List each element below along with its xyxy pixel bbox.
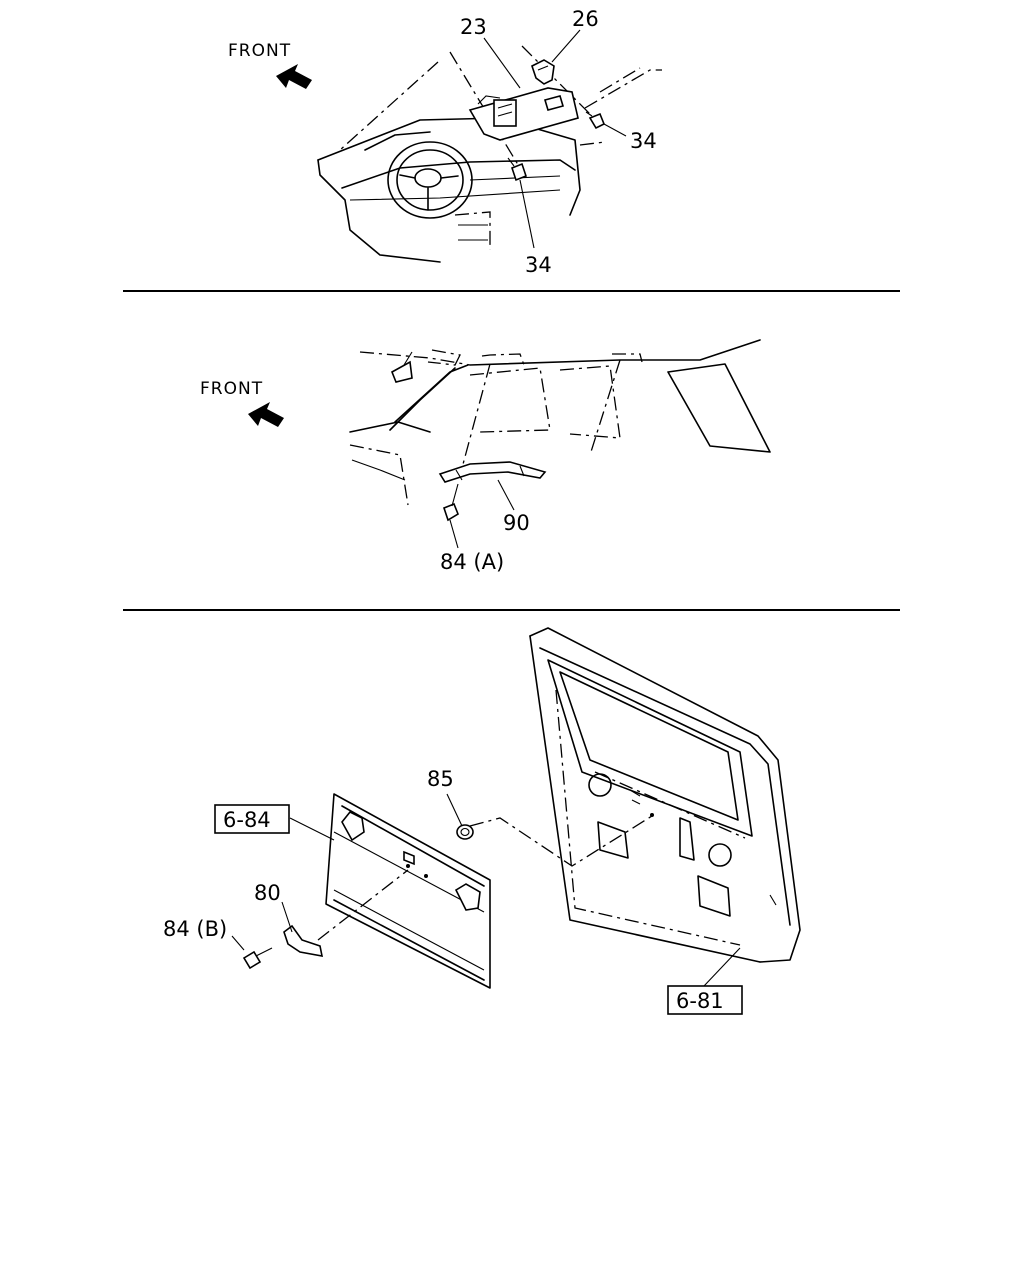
grommet (456, 824, 474, 840)
ref-6-84[interactable]: 6-84 (223, 808, 271, 832)
trim-panel (325, 793, 491, 989)
front-label-middle: FRONT (200, 379, 263, 399)
sun-visor (468, 87, 579, 141)
front-label-top: FRONT (228, 41, 291, 61)
screw-right (585, 111, 606, 130)
assist-grip (438, 461, 547, 483)
ref-6-81[interactable]: 6-81 (676, 989, 724, 1013)
callout-85: 85 (427, 767, 454, 791)
front-arrow-top (276, 64, 312, 89)
dashboard-outline (317, 61, 662, 263)
ref-box-6-84[interactable]: 6-84 (214, 804, 290, 834)
callout-34-right: 34 (630, 129, 657, 153)
door-handle (283, 924, 324, 957)
ref-box-6-81[interactable]: 6-81 (667, 985, 743, 1015)
back-door-panel: 85 80 84 (B) 6-84 6-81 (163, 627, 801, 1015)
bolt-b (242, 947, 273, 970)
bolt-a (443, 483, 459, 522)
callout-23: 23 (460, 15, 487, 39)
callout-90: 90 (503, 511, 530, 535)
callout-26: 26 (572, 7, 599, 31)
callout-80: 80 (254, 881, 281, 905)
assist-grip-panel: FRONT (200, 339, 771, 574)
visor-holder (531, 59, 555, 85)
callout-84a: 84 (A) (440, 550, 504, 574)
callout-84b: 84 (B) (163, 917, 227, 941)
screw-bottom (507, 157, 527, 182)
roof-interior-outline (349, 339, 771, 506)
sun-visor-panel: FRONT (228, 7, 662, 277)
callout-34-bottom: 34 (525, 253, 552, 277)
back-door (529, 627, 801, 963)
front-arrow-middle (248, 402, 284, 427)
